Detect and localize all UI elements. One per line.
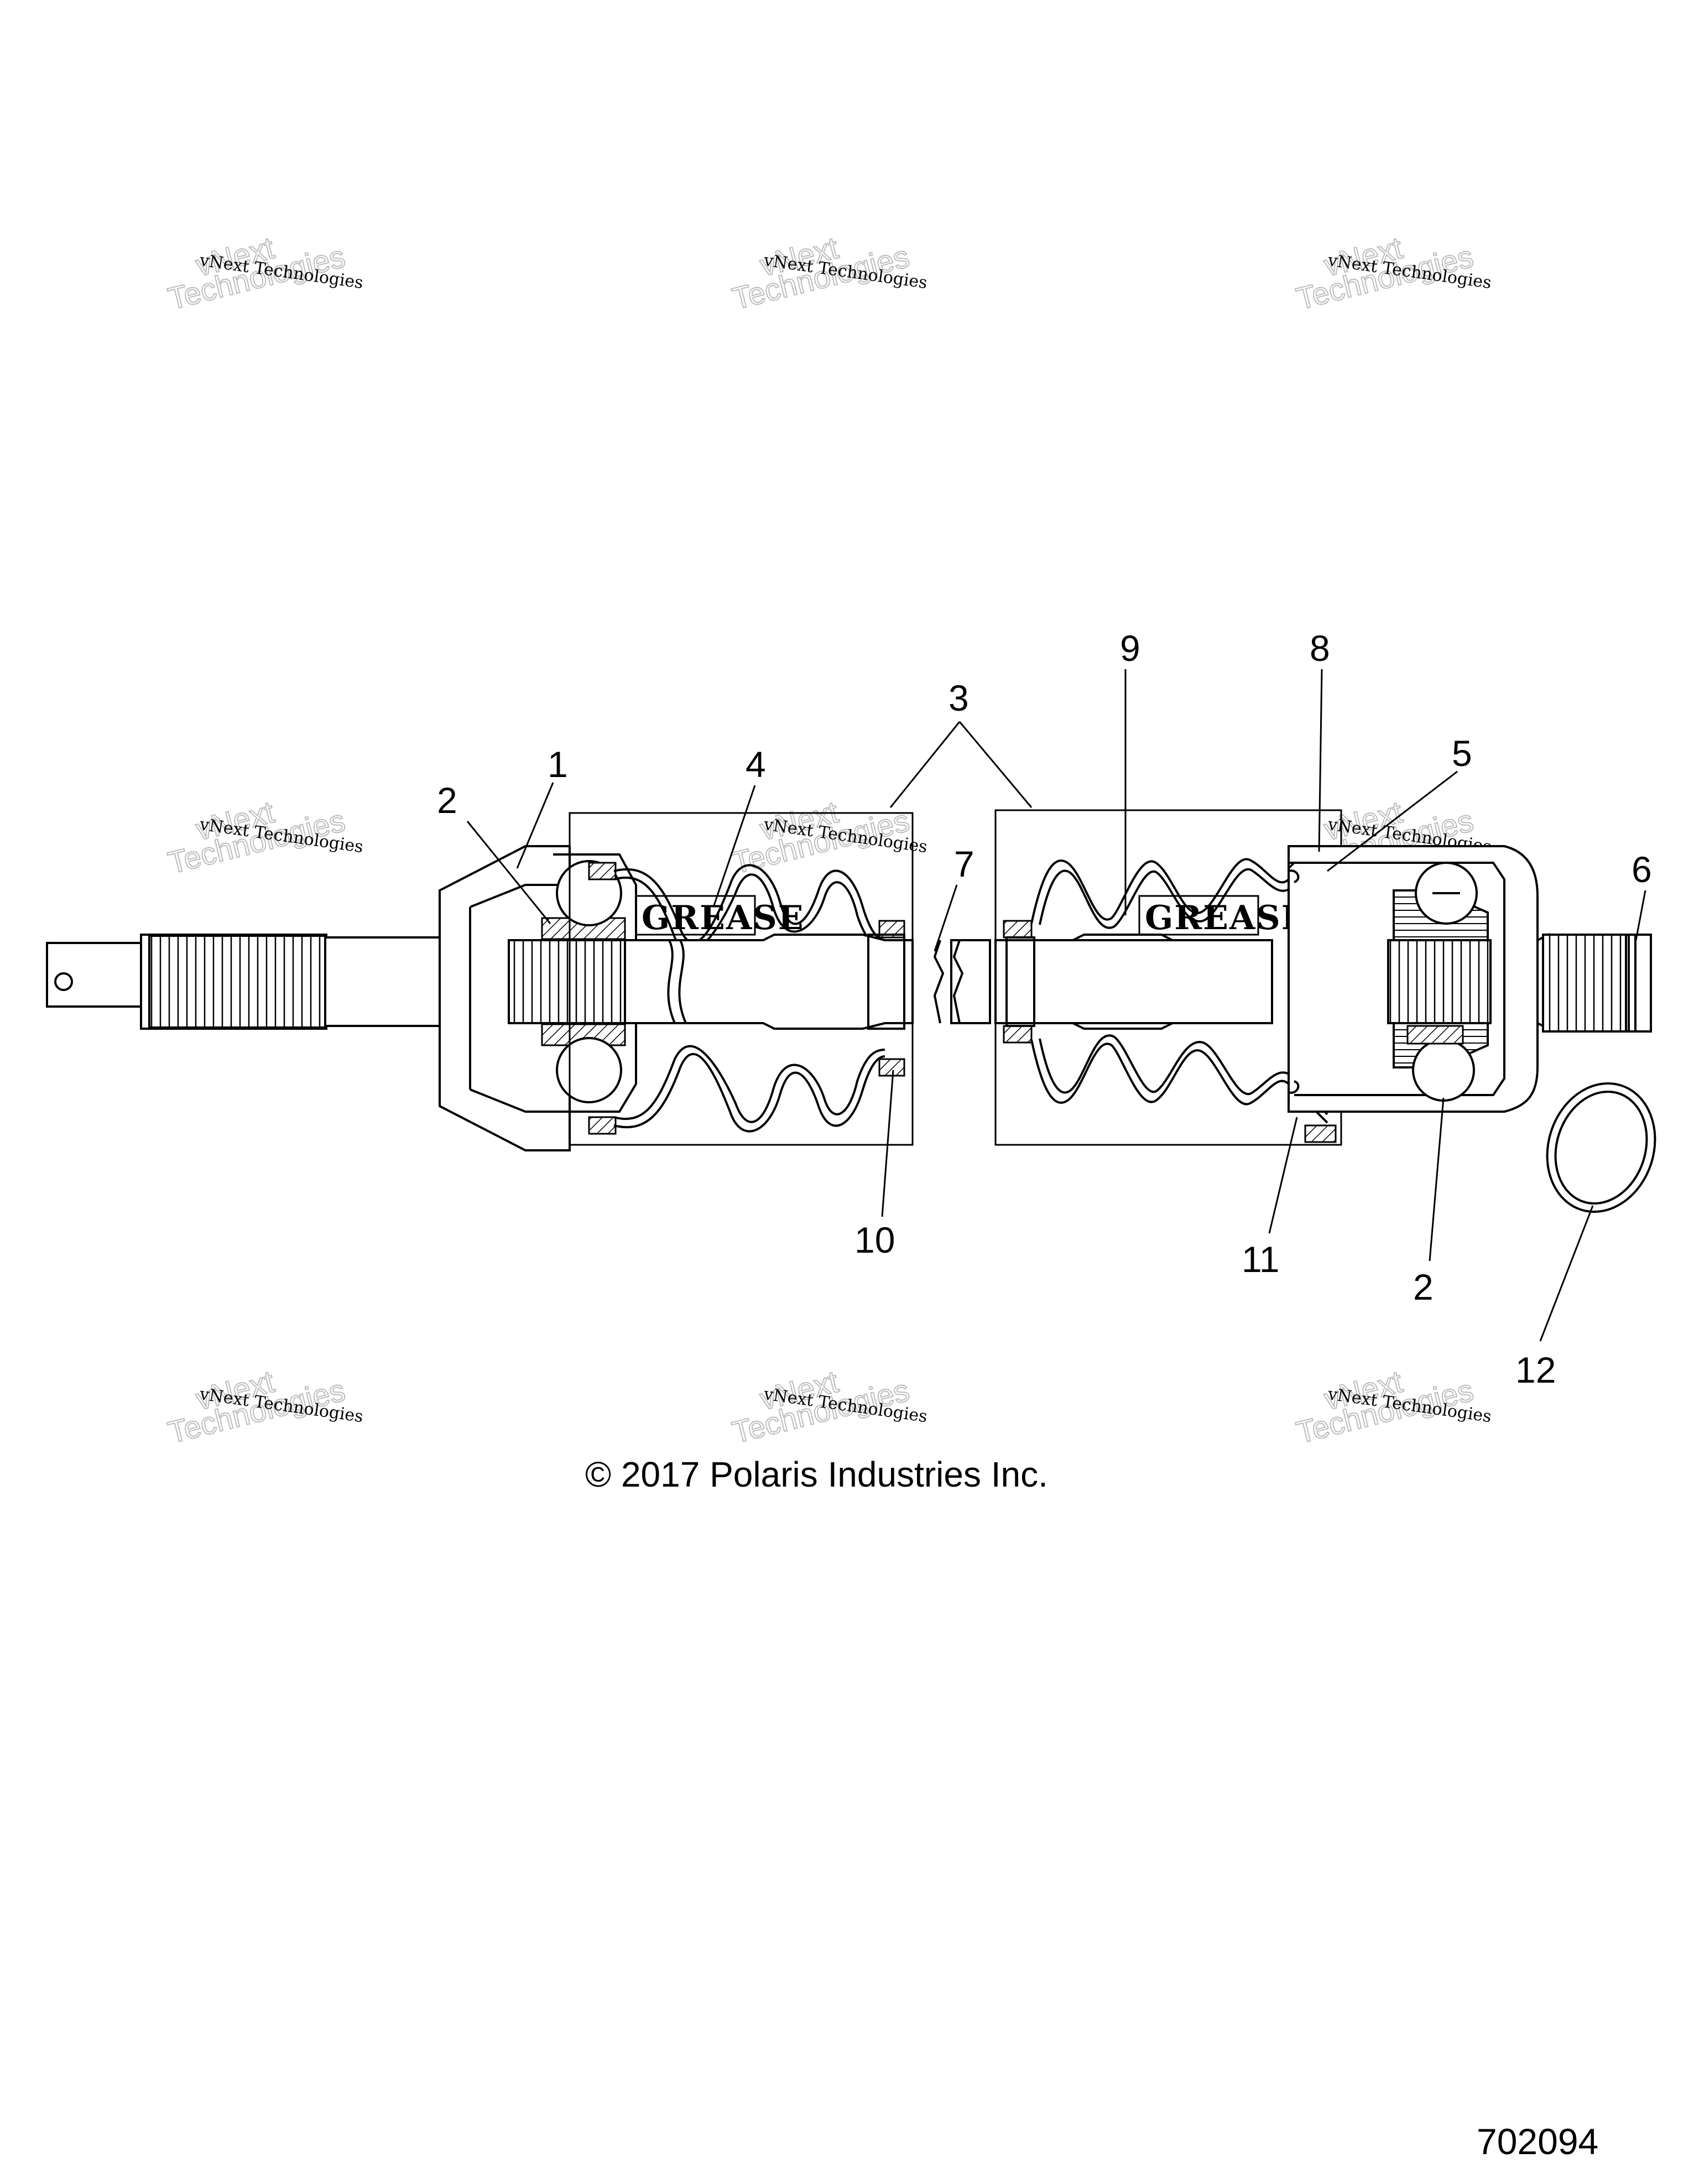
callout-1: 1 [548,744,568,785]
watermark-3: vNext Technologies vNext Technologies [1293,230,1493,317]
stub-splines [148,935,326,1029]
watermark-4: vNext Technologies vNext Technologies [164,794,364,881]
outer-cv-housing [439,845,571,1151]
stub-neck [324,936,444,1027]
callout-10: 10 [854,1219,895,1260]
boot-top-left [613,864,885,944]
callout-2-right: 2 [1413,1266,1434,1307]
right-stub-shaft [1536,932,1652,1033]
callout-9: 9 [1120,628,1140,669]
small-clamp-bottom-right [1003,1025,1033,1044]
watermark-9: vNext Technologies vNext Technologies [1293,1363,1493,1451]
large-clamp-bottom-left [588,1116,617,1135]
stub-end-tab [46,942,145,1008]
callout-8: 8 [1310,628,1330,669]
watermark-7: vNext Technologies vNext Technologies [164,1363,364,1451]
leader-lines [466,669,1646,1342]
main-shaft [624,934,991,1030]
boot-bottom-right [1030,1039,1328,1124]
callout-2-left: 2 [437,780,457,821]
boot-top-right [1030,858,1328,924]
boot-bottom-left [613,1052,885,1133]
callout-5: 5 [1452,733,1472,774]
small-clamp-top-right [1003,920,1033,939]
stub-end-hole [54,972,73,991]
callout-12: 12 [1515,1349,1556,1390]
watermark-2: vNext Technologies vNext Technologies [728,230,929,317]
inner-cv-ball-bottom [1412,1039,1475,1102]
small-clamp-bottom-left [878,1058,905,1077]
watermark-1: vNext Technologies vNext Technologies [164,230,364,317]
outer-cv-inner-race [508,939,626,1024]
grease-pack-left [635,895,756,936]
callout-3: 3 [948,677,969,718]
shaft-ring-groove-left [867,934,905,1030]
callout-group: 1 2 3 4 5 6 7 8 9 10 11 2 12 [437,628,1652,1390]
watermark-8: vNext Technologies vNext Technologies [728,1363,929,1451]
inner-cv-joint [1288,845,1539,1113]
outer-cv-ball-bottom [556,1037,622,1103]
left-boot-kit: GREASE [569,812,914,1146]
callout-11: 11 [1242,1239,1280,1280]
seal-ring [1546,1082,1656,1213]
callout-4: 4 [746,744,766,785]
large-clamp-top-left [588,862,617,880]
right-boot-kit: GREASE [994,809,1342,1146]
inner-cv-race [1387,939,1492,1024]
grease-pack-right [1138,895,1259,936]
large-clamp-bottom-right [1304,1124,1337,1143]
outer-cv-joint [439,845,637,1151]
grease-label-left: GREASE [642,899,804,937]
diagram-part-number: 702094 [1477,2121,1598,2162]
right-stub-circlip-groove [1628,934,1637,1033]
left-stub-shaft [46,934,444,1030]
grease-label-right: GREASE [1145,899,1307,937]
copyright-text: © 2017 Polaris Industries Inc. [585,1455,1048,1494]
callout-7: 7 [954,843,974,884]
callout-6: 6 [1632,849,1652,890]
watermark-group: vNext Technologies vNext Technologies vN… [164,230,1493,1451]
